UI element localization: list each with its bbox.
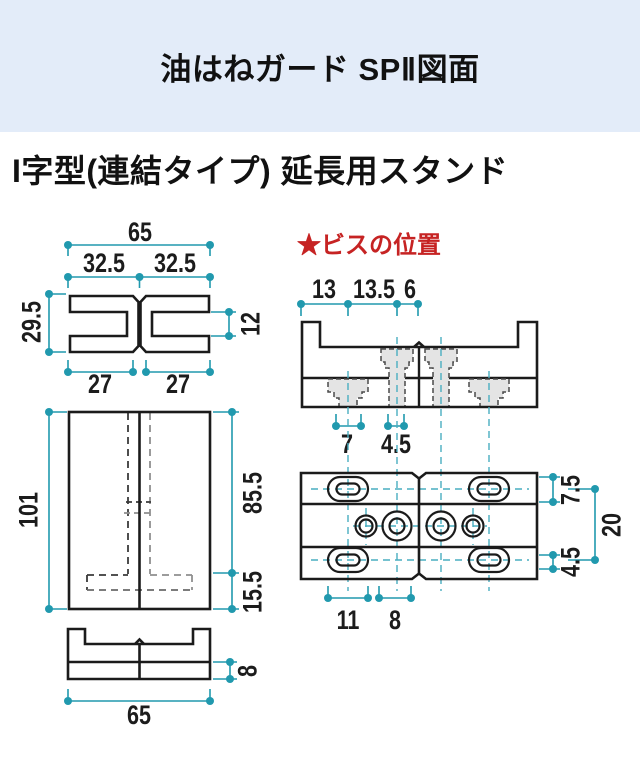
screw-side-outline (300, 320, 539, 409)
screw-plan-view: 7.5 20 4.5 11 8 (299, 471, 627, 636)
connector-left-half (68, 294, 140, 354)
screw-position-note: ★ビスの位置 (297, 231, 441, 259)
dim-label-total-depth: 29.5 (17, 301, 47, 343)
seam-notch (134, 637, 145, 645)
dimension-dots-d (297, 300, 422, 430)
slot-bottom-right (467, 546, 511, 574)
dim-label-lower-height: 15.5 (238, 571, 268, 613)
dimension-dots-e (324, 473, 599, 602)
inner-lines-d (302, 347, 537, 407)
dim-label-hole-dia: 8 (389, 606, 401, 636)
dim-label-slot-length: 11 (337, 606, 360, 636)
subtitle: I字型(連結タイプ) 延長用スタンド (12, 153, 509, 189)
dim-label-total-width: 65 (128, 218, 152, 248)
title-banner: 油はねガード SPⅡ図面 (0, 0, 640, 132)
dim-label-base-thickness: 8 (233, 665, 263, 677)
stand-base-view: 8 65 (64, 627, 263, 731)
screw-side-view: 13 13.5 6 7 4.5 (297, 275, 539, 460)
hole-large-right (425, 510, 457, 542)
seam-notch (413, 340, 425, 348)
dim-label-offset2: 13.5 (353, 275, 395, 305)
dim-label-pitch: 20 (597, 513, 627, 537)
hole-small-right (461, 514, 485, 538)
dimension-lines-b (48, 411, 239, 610)
dim-label-opening: 12 (236, 312, 266, 336)
dim-label-offset3: 6 (404, 275, 416, 305)
screw-outer-right (468, 378, 510, 408)
hole-small-left (354, 514, 378, 538)
dimension-dots-a (45, 241, 233, 376)
dim-label-half-left: 32.5 (83, 249, 125, 279)
dim-label-offset1: 13 (312, 275, 336, 305)
stand-front-view: 101 85.5 15.5 (14, 408, 268, 613)
dim-label-half-right: 32.5 (154, 249, 196, 279)
page-title: 油はねガード SPⅡ図面 (160, 51, 480, 87)
dim-label-total-height: 101 (14, 492, 44, 528)
slot-bottom-left (326, 546, 370, 574)
connector-right-half (139, 294, 211, 354)
stand-base-outline (66, 627, 212, 681)
dim-label-upper-height: 85.5 (238, 472, 268, 514)
dim-label-arm-right: 27 (166, 370, 190, 400)
slot-top-left (326, 475, 370, 503)
dim-label-slot-height: 7.5 (556, 475, 586, 505)
dim-label-head-width: 7 (341, 430, 353, 460)
hole-large-left (381, 510, 413, 542)
stand-front-outline (67, 410, 212, 611)
slot-top-right (467, 475, 511, 503)
screw-outer-left (327, 378, 369, 408)
dim-label-shaft-width: 4.5 (381, 430, 411, 460)
connector-top-view: 65 32.5 32.5 29.5 12 27 27 (17, 218, 266, 400)
dimension-lines-c (67, 661, 237, 702)
dim-label-slot-inner: 4.5 (556, 547, 586, 577)
dimension-dots-c (64, 658, 234, 705)
dim-label-arm-left: 27 (88, 370, 112, 400)
dimension-dots-b (45, 408, 236, 613)
plan-holes (326, 475, 511, 574)
connector-top-outline (68, 294, 211, 354)
dim-label-base-width: 65 (127, 701, 151, 731)
